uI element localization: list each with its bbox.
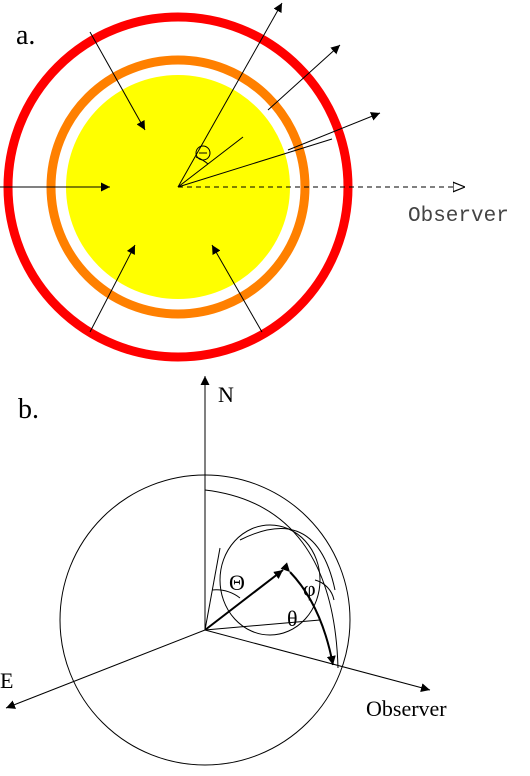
outflow-arrow-upper [267, 44, 341, 111]
observer-label-a: Observer [408, 205, 509, 228]
phi-label: φ [303, 576, 316, 601]
theta-symbol-circle [195, 145, 211, 161]
angle-reference-ray [177, 136, 244, 188]
panel-a-label: a. [16, 20, 35, 51]
capital-theta-label: Θ [229, 570, 245, 595]
small-theta-arc [280, 562, 336, 666]
capital-theta-arc [211, 589, 241, 599]
east-label: E [0, 668, 13, 693]
panel-a: a. Observer [0, 2, 509, 362]
flow-vector [204, 569, 284, 631]
panel-b-label: b. [18, 394, 39, 425]
line-of-sight-ray [177, 138, 333, 188]
cone-edge-line-right [204, 619, 321, 631]
inflow-arrow-bottom-right [211, 244, 263, 333]
outflow-arrow-radial [177, 2, 283, 188]
inflow-arrow-top-left [89, 31, 146, 131]
phi-arc [314, 579, 335, 601]
cone-edge-line-left [204, 547, 221, 631]
north-label: N [218, 382, 234, 407]
east-axis [5, 629, 206, 709]
panel-b: b. N E Observer Θ θ φ [0, 376, 447, 766]
observer-axis [204, 629, 431, 693]
cone-envelope-curve [239, 528, 336, 591]
small-theta-label: θ [287, 606, 298, 631]
observer-label-b: Observer [366, 696, 447, 721]
inflow-arrow-bottom-left [89, 244, 136, 333]
outflow-arrow-middle [287, 112, 381, 151]
